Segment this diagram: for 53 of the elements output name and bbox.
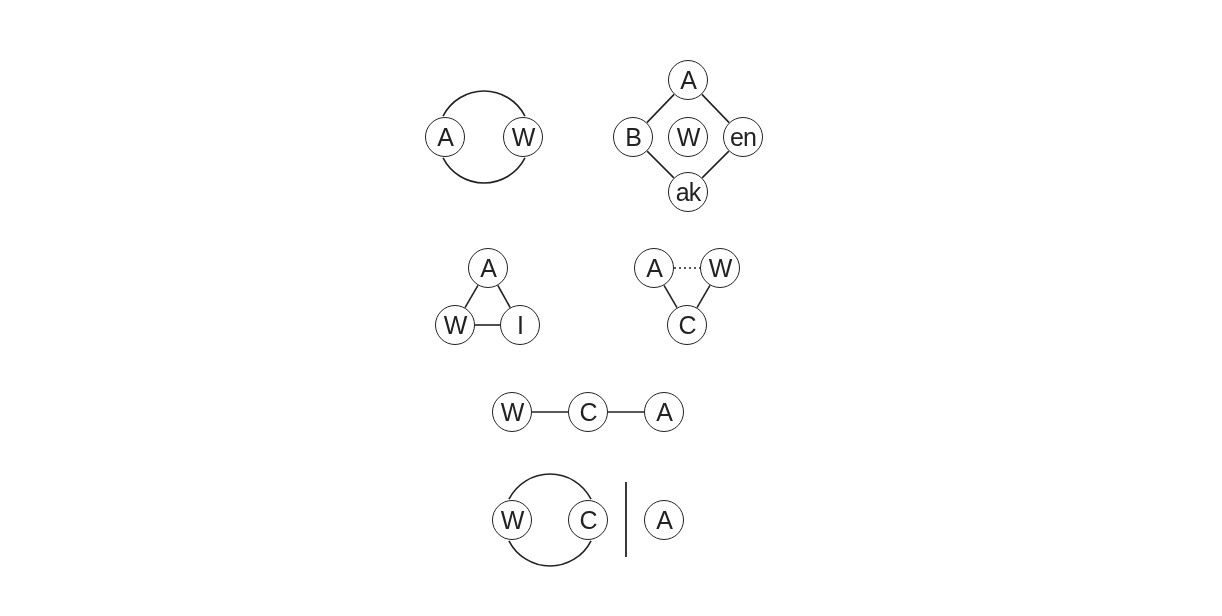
connector-line — [474, 324, 501, 326]
connector-line — [646, 150, 675, 179]
node-circle — [723, 117, 763, 157]
node-circle — [568, 392, 608, 432]
node-label: A — [437, 124, 453, 150]
node-label: W — [511, 124, 535, 150]
node-label: en — [730, 124, 756, 150]
node-label: C — [678, 312, 696, 338]
node-label: A — [680, 67, 696, 93]
connector-line — [607, 411, 645, 413]
node-circle — [492, 500, 532, 540]
arc-connector — [508, 540, 592, 567]
connector-line — [531, 411, 569, 413]
node-circle — [668, 60, 708, 100]
node-circle — [500, 305, 540, 345]
connector-line — [646, 93, 675, 124]
node-label: A — [656, 507, 672, 533]
node-label: A — [656, 399, 672, 425]
node-label: W — [708, 255, 732, 281]
connector-line — [701, 93, 730, 124]
node-circle — [700, 248, 740, 288]
arc-connector — [442, 157, 526, 184]
arc-connector — [508, 473, 592, 501]
node-label: I — [517, 312, 523, 338]
node-label: W — [443, 312, 467, 338]
node-label: A — [646, 255, 662, 281]
node-circle — [644, 392, 684, 432]
node-circle — [668, 117, 708, 157]
node-label: W — [500, 399, 524, 425]
node-circle — [492, 392, 532, 432]
node-circle — [503, 117, 543, 157]
node-label: B — [625, 124, 641, 150]
node-circle — [667, 305, 707, 345]
node-circle — [613, 117, 653, 157]
node-label: ak — [675, 179, 701, 205]
connector-line — [464, 284, 479, 309]
node-label: C — [579, 399, 597, 425]
node-label: A — [480, 255, 496, 281]
node-label: C — [579, 507, 597, 533]
node-circle — [425, 117, 465, 157]
node-label: W — [500, 507, 524, 533]
node-circle — [644, 500, 684, 540]
node-label: W — [676, 124, 700, 150]
connector-line — [696, 284, 711, 309]
node-circle — [568, 500, 608, 540]
node-circle — [668, 172, 708, 212]
connector-line — [701, 150, 730, 179]
connector-line — [497, 284, 511, 309]
arc-connector — [442, 90, 526, 117]
node-circle — [468, 248, 508, 288]
node-circle — [435, 305, 475, 345]
connector-line — [663, 284, 678, 309]
node-circle — [634, 248, 674, 288]
